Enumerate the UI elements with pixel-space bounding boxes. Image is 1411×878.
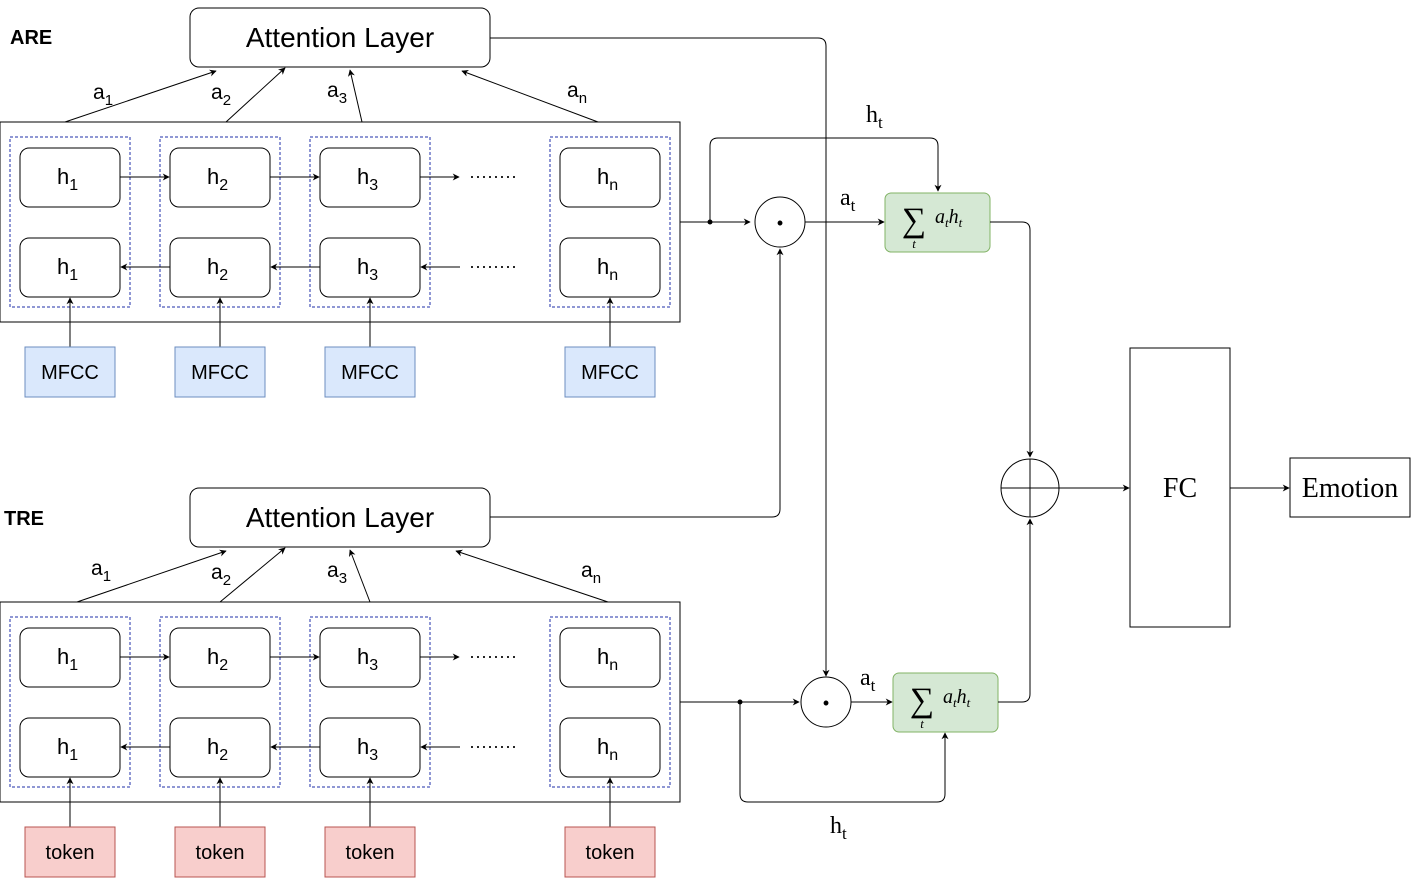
- tre-weight-label-1: a1: [91, 557, 111, 585]
- tre-sum-index: t: [920, 716, 924, 731]
- are-forward-state-label-2: h2: [207, 164, 228, 194]
- are-mfcc-input-1: [24, 346, 116, 398]
- are-weight-label-n: an: [567, 79, 587, 107]
- tre-weight-label-3: a3: [327, 559, 347, 587]
- are-ht-skip-wire: [709, 137, 942, 222]
- tre-token-label-3: token: [346, 842, 395, 864]
- fusion-section: ht • at ∑ t atht ht • at ∑ t atht FC: [490, 37, 1411, 843]
- are-backward-state-label-2: h2: [207, 254, 228, 284]
- tre-attention-to-are-multiply-wire: [490, 248, 784, 518]
- tre-token-label-n: token: [586, 842, 635, 864]
- tre-token-input-2: [174, 826, 266, 878]
- are-sum-to-concat-wire: [990, 221, 1034, 458]
- tre-ht-skip-wire: [739, 702, 949, 803]
- are-branch: ARE Attention Layer a1 a2 a3 an h1 h2 h3…: [0, 7, 681, 398]
- are-forward-state-label-n: hn: [597, 164, 618, 194]
- are-at-label: at: [840, 185, 856, 215]
- tre-multiply-dot-icon: •: [823, 693, 829, 713]
- are-weight-arrow-2: [225, 67, 286, 123]
- are-mfcc-label-n: MFCC: [581, 362, 639, 384]
- are-attention-layer-label: Attention Layer: [246, 22, 434, 53]
- are-attention-to-tre-multiply-wire: [490, 37, 830, 677]
- tre-forward-state-label-2: h2: [207, 644, 228, 674]
- are-mfcc-label-2: MFCC: [191, 362, 249, 384]
- are-mfcc-label-3: MFCC: [341, 362, 399, 384]
- tre-token-label-1: token: [46, 842, 95, 864]
- tre-token-input-1: [24, 826, 116, 878]
- are-weight-arrow-3: [348, 69, 363, 123]
- are-mfcc-input-2: [174, 346, 266, 398]
- tre-token-input-n: [564, 826, 656, 878]
- tre-token-input-3: [324, 826, 416, 878]
- tre-weight-label-n: an: [581, 559, 601, 587]
- are-backward-state-label-1: h1: [57, 254, 78, 284]
- are-weight-label-3: a3: [327, 79, 347, 107]
- are-forward-state-label-3: h3: [357, 164, 378, 194]
- are-sum-index: t: [912, 236, 916, 251]
- are-forward-state-label-1: h1: [57, 164, 78, 194]
- are-backward-ellipsis: ········: [469, 256, 517, 276]
- tre-branch: TRE Attention Layer a1 a2 a3 an h1 h2 h3…: [0, 487, 681, 878]
- are-weight-label-1: a1: [93, 81, 113, 109]
- are-weight-arrow-n: [461, 69, 599, 123]
- emotion-label: Emotion: [1302, 473, 1398, 504]
- tre-attention-layer-label: Attention Layer: [246, 502, 434, 533]
- tre-backward-state-label-1: h1: [57, 734, 78, 764]
- tre-backward-state-1: [19, 717, 121, 778]
- tre-backward-state-label-3: h3: [357, 734, 378, 764]
- tre-sum-symbol-icon: ∑: [910, 682, 934, 719]
- are-weight-label-2: a2: [211, 81, 231, 109]
- are-sum-symbol-icon: ∑: [902, 202, 926, 239]
- are-ht-label: ht: [866, 102, 883, 132]
- tre-forward-state-label-1: h1: [57, 644, 78, 674]
- are-mfcc-input-n: [564, 346, 656, 398]
- are-mfcc-input-3: [324, 346, 416, 398]
- tre-backward-state-label-n: hn: [597, 734, 618, 764]
- tre-weight-label-2: a2: [211, 561, 231, 589]
- are-backward-state-label-3: h3: [357, 254, 378, 284]
- are-sum-term: atht: [935, 206, 963, 230]
- tre-ht-label: ht: [830, 813, 847, 843]
- tre-backward-ellipsis: ········: [469, 736, 517, 756]
- tre-forward-ellipsis: ········: [469, 646, 517, 666]
- tre-weight-arrow-1: [76, 549, 227, 603]
- tre-forward-state-label-3: h3: [357, 644, 378, 674]
- tre-backward-state-label-2: h2: [207, 734, 228, 764]
- tre-forward-state-n: [559, 627, 661, 688]
- are-backward-state-1: [19, 237, 121, 298]
- tre-sum-to-concat-wire: [998, 518, 1034, 703]
- tre-weight-arrow-3: [348, 549, 371, 603]
- tre-sum-term: atht: [943, 686, 971, 710]
- tre-at-label: at: [860, 665, 876, 695]
- fc-label: FC: [1163, 473, 1197, 504]
- tre-label: TRE: [4, 508, 44, 530]
- tre-weight-arrow-n: [455, 549, 609, 603]
- emotion-output: [1289, 457, 1411, 518]
- are-forward-ellipsis: ········: [469, 166, 517, 186]
- are-mfcc-label-1: MFCC: [41, 362, 99, 384]
- are-backward-state-label-n: hn: [597, 254, 618, 284]
- are-multiply-dot-icon: •: [777, 213, 783, 233]
- tre-weight-arrow-2: [219, 547, 286, 603]
- are-backward-state-n: [559, 237, 661, 298]
- tre-backward-state-n: [559, 717, 661, 778]
- are-weight-arrow-1: [64, 69, 217, 123]
- tre-forward-state-label-n: hn: [597, 644, 618, 674]
- are-label: ARE: [10, 27, 52, 49]
- are-forward-state-n: [559, 147, 661, 208]
- tre-token-label-2: token: [196, 842, 245, 864]
